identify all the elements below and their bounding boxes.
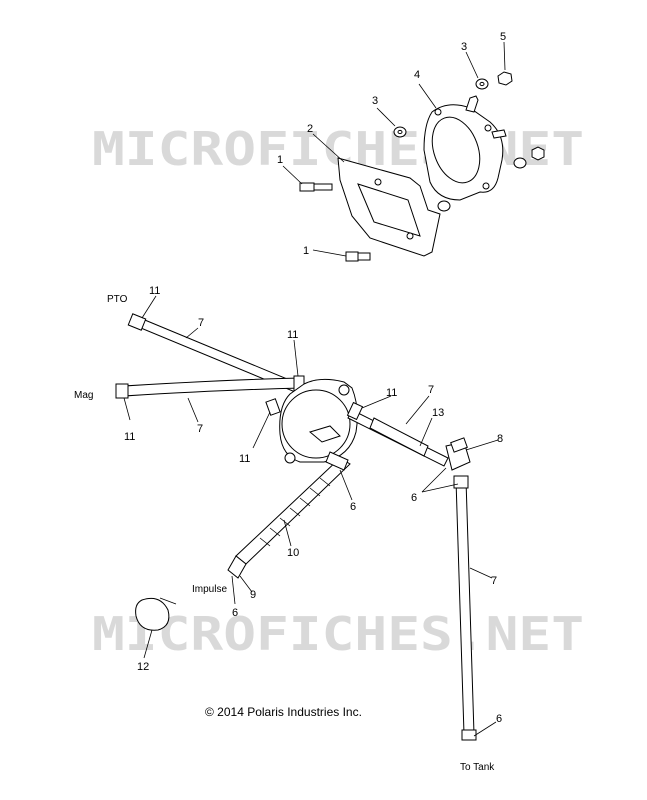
clamp-part-11-lower [265, 398, 281, 416]
impulse-pump-nipple [325, 451, 349, 471]
callout-13: 13 [432, 407, 444, 419]
label-impulse: Impulse [192, 584, 227, 595]
callout-11-pump-top: 11 [287, 329, 298, 341]
bolt-shank-upper [313, 183, 333, 191]
callout-11-pto: 11 [149, 285, 160, 297]
bracket-hole-bottom [406, 232, 414, 240]
washer-hole-left [397, 129, 403, 135]
label-mag: Mag [74, 390, 93, 401]
washer-right [513, 157, 527, 169]
nut-part-5 [497, 71, 513, 86]
leader-lines [123, 41, 506, 737]
bolt-shank-lower [357, 252, 371, 261]
hose-assembly [115, 313, 477, 741]
callout-7-pto: 7 [198, 317, 204, 329]
bolt-head-lower [345, 251, 359, 262]
clamp-mag-end [115, 383, 129, 399]
impulse-hose-ribs [259, 477, 331, 547]
callout-6-impulse: 6 [232, 607, 238, 619]
callout-12: 12 [137, 661, 149, 673]
callout-11-mag: 11 [124, 431, 135, 443]
pulse-pump-diaphragm [281, 389, 351, 459]
clamp-part-12 [135, 597, 170, 631]
callout-3-left: 3 [372, 95, 378, 107]
labels: PTO Mag Impulse To Tank [74, 294, 495, 773]
callout-1-upper: 1 [277, 154, 283, 166]
callout-7-outlet: 7 [428, 384, 434, 396]
callout-5: 5 [500, 31, 506, 43]
callout-8: 8 [497, 433, 503, 445]
clamp-part-11-outlet [346, 401, 364, 421]
label-pto: PTO [107, 294, 128, 305]
pulse-pump-mount-b [338, 384, 350, 396]
callout-6-filter: 6 [411, 492, 417, 504]
callout-1-lower: 1 [303, 245, 309, 257]
bolt-part-1-lower [345, 251, 371, 262]
label-to-tank: To Tank [460, 762, 495, 773]
pump-fitting-top [465, 95, 479, 113]
bracket-window [357, 183, 421, 237]
pump-fitting-right [491, 129, 507, 139]
clamp-pto-end [127, 313, 147, 331]
callout-6-tank: 6 [496, 713, 502, 725]
callout-9: 9 [250, 589, 256, 601]
clamp-tank-bottom [461, 729, 477, 741]
clamp-tank-top [453, 475, 469, 489]
clamp-part-12-tail [159, 597, 177, 605]
pulse-pump-mount-a [284, 452, 296, 464]
bolt-part-1-upper [299, 182, 333, 192]
bracket-hole-top [374, 178, 382, 186]
copyright-text: © 2014 Polaris Industries Inc. [205, 705, 362, 719]
bolt-head-upper [299, 182, 315, 192]
nut-right [531, 146, 545, 161]
watermark-top: MICROFICHES.NET [92, 122, 584, 176]
bracket-assembly [299, 71, 545, 262]
callout-7-tank: 7 [491, 575, 497, 587]
callout-7-mag: 7 [197, 423, 203, 435]
callout-6-pump: 6 [350, 501, 356, 513]
sleeve-part-13 [369, 417, 429, 457]
pump-mount-hole-b [484, 124, 492, 132]
callout-11-outlet: 11 [386, 387, 397, 399]
pulse-pump-nipple [308, 425, 341, 443]
washer-hole-top [479, 81, 485, 87]
pump-mount-hole-a [434, 108, 442, 116]
callout-10: 10 [287, 547, 299, 559]
callout-2: 2 [307, 123, 313, 135]
callout-11-pump-left: 11 [239, 453, 250, 465]
callout-3-top: 3 [461, 41, 467, 53]
hose-mag-part-7 [123, 377, 303, 397]
impulse-hose-end-part-9 [227, 555, 247, 579]
callout-4: 4 [414, 69, 420, 81]
fuel-pump-face [431, 116, 481, 184]
callouts: 5 3 4 3 2 1 1 11 7 11 11 7 11 11 7 13 8 … [124, 31, 506, 725]
fitting-cap [450, 437, 468, 453]
watermark-bottom: MICROFICHES.NET [92, 607, 584, 661]
pump-mount-hole-c [482, 182, 490, 190]
washer-bottom [437, 200, 451, 212]
